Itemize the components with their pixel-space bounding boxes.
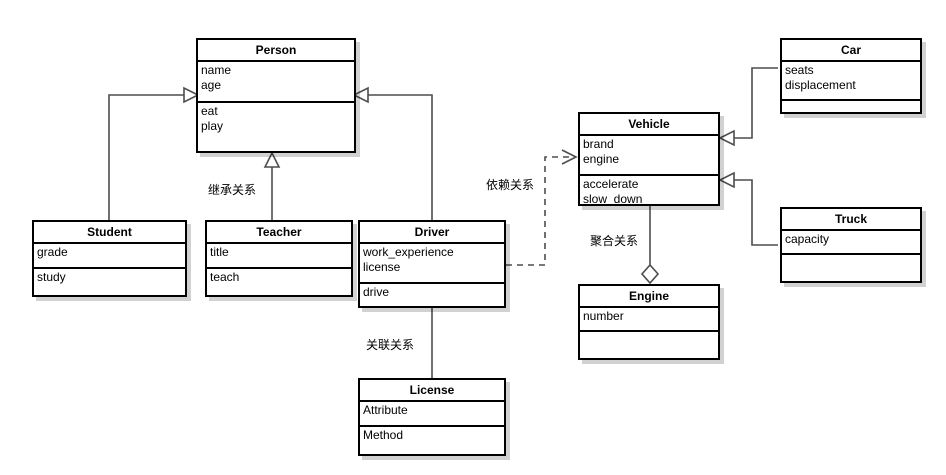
generalization-arrowhead-icon: [183, 86, 200, 104]
generalization-arrowhead-icon: [718, 171, 735, 189]
uml-attributes-engine: number: [580, 308, 718, 332]
uml-class-license[interactable]: License Attribute Method: [358, 378, 506, 456]
uml-class-driver[interactable]: Driver work_experience license drive: [358, 220, 506, 308]
uml-attribute: age: [201, 78, 222, 92]
uml-attributes-driver: work_experience license: [360, 244, 504, 284]
uml-class-name-license: License: [360, 380, 504, 402]
uml-class-teacher[interactable]: Teacher title teach: [205, 220, 353, 297]
connector-teacher-to-person: [263, 151, 281, 220]
uml-operation: drive: [363, 285, 390, 299]
uml-attributes-license: Attribute: [360, 402, 504, 427]
relationship-label-inheritance: 继承关系: [208, 183, 257, 197]
uml-operation: eat: [201, 104, 218, 118]
uml-attribute: Attribute: [363, 403, 408, 417]
uml-attribute: seats: [785, 63, 814, 77]
uml-class-car[interactable]: Car seats displacement: [780, 38, 922, 114]
uml-operations-driver: drive: [360, 284, 504, 302]
uml-operations-person: eat play: [198, 103, 354, 136]
uml-class-vehicle[interactable]: Vehicle brand engine accelerate slow_dow…: [578, 112, 720, 206]
uml-attributes-teacher: title: [207, 244, 351, 269]
relationship-label-dependency: 依赖关系: [486, 178, 535, 192]
uml-operation: accelerate: [583, 177, 639, 191]
connector-driver-to-vehicle: [506, 149, 578, 266]
uml-operation: teach: [210, 270, 240, 284]
dependency-arrowhead-icon: [561, 149, 578, 165]
uml-attributes-vehicle: brand engine: [580, 136, 718, 176]
uml-attribute: name: [201, 63, 232, 77]
uml-operations-engine: [580, 332, 718, 335]
uml-operations-license: Method: [360, 427, 504, 445]
uml-attribute: engine: [583, 152, 620, 166]
uml-class-person[interactable]: Person name age eat play: [196, 38, 356, 153]
connector-driver-to-person: [352, 86, 433, 220]
uml-attribute: displacement: [785, 78, 856, 92]
generalization-arrowhead-icon: [263, 151, 281, 168]
uml-class-name-teacher: Teacher: [207, 222, 351, 244]
connector-car-to-vehicle: [718, 67, 778, 147]
uml-class-name-engine: Engine: [580, 286, 718, 308]
uml-class-name-driver: Driver: [360, 222, 504, 244]
uml-attribute: capacity: [785, 232, 830, 246]
uml-attribute: number: [583, 309, 624, 323]
uml-attribute: brand: [583, 137, 614, 151]
uml-class-student[interactable]: Student grade study: [32, 220, 187, 297]
uml-attribute: work_experience: [363, 245, 454, 259]
relationship-label-association: 关联关系: [366, 338, 415, 352]
uml-class-name-vehicle: Vehicle: [580, 114, 718, 136]
uml-class-engine[interactable]: Engine number: [578, 284, 720, 360]
uml-class-name-truck: Truck: [782, 209, 920, 231]
uml-operations-teacher: teach: [207, 269, 351, 287]
uml-operations-student: study: [34, 269, 185, 287]
uml-operations-truck: [782, 255, 920, 258]
connector-vehicle-to-engine: [640, 206, 660, 285]
connector-student-to-person: [108, 86, 200, 220]
uml-class-name-student: Student: [34, 222, 185, 244]
uml-attributes-car: seats displacement: [782, 62, 920, 101]
connector-truck-to-vehicle: [718, 171, 778, 246]
uml-attributes-truck: capacity: [782, 231, 920, 255]
uml-operation: slow_down: [583, 192, 643, 206]
uml-attributes-person: name age: [198, 62, 354, 103]
generalization-arrowhead-icon: [718, 129, 735, 147]
uml-class-name-car: Car: [782, 40, 920, 62]
uml-attribute: title: [210, 245, 229, 259]
uml-attribute: grade: [37, 245, 68, 259]
uml-attributes-student: grade: [34, 244, 185, 269]
uml-operation: Method: [363, 428, 404, 442]
uml-operations-car: [782, 101, 920, 104]
uml-operation: study: [37, 270, 66, 284]
generalization-arrowhead-icon: [352, 86, 369, 104]
aggregation-diamond-icon: [640, 263, 660, 285]
uml-class-name-person: Person: [198, 40, 354, 62]
uml-operations-vehicle: accelerate slow_down: [580, 176, 718, 209]
uml-class-truck[interactable]: Truck capacity: [780, 207, 922, 283]
uml-attribute: license: [363, 260, 401, 274]
relationship-label-aggregation: 聚合关系: [590, 234, 639, 248]
uml-operation: play: [201, 119, 224, 133]
